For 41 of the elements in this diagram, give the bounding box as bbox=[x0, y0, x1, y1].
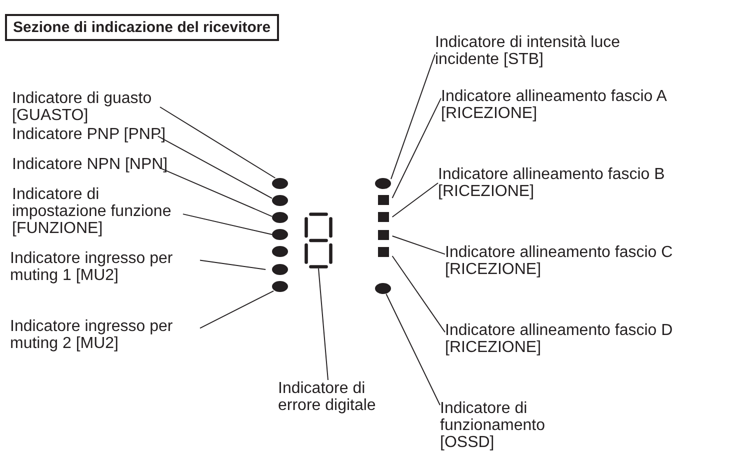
led-indicator bbox=[272, 246, 288, 257]
leader-line bbox=[159, 167, 272, 217]
led-indicator bbox=[378, 247, 389, 257]
leader-line bbox=[390, 54, 436, 180]
leader-line bbox=[392, 98, 442, 198]
led-indicator bbox=[378, 195, 389, 205]
leader-line bbox=[392, 182, 438, 218]
callout-label: Indicatore ingresso per muting 2 [MU2] bbox=[10, 318, 174, 352]
callout-label: Indicatore di impostazione funzione [FUNZIONE] bbox=[12, 186, 172, 237]
led-indicator bbox=[272, 212, 288, 223]
led-indicator bbox=[375, 283, 391, 294]
led-indicator bbox=[272, 229, 288, 240]
leader-line bbox=[160, 106, 276, 178]
leader-line bbox=[392, 256, 446, 333]
leader-line bbox=[318, 268, 328, 380]
callout-label: Indicatore di guasto [GUASTO] bbox=[12, 90, 153, 124]
callout-label: Indicatore allineamento fascio B [RICEZIONE] bbox=[438, 166, 666, 200]
callout-label: Indicatore allineamento fascio D [RICEZIONE] bbox=[445, 322, 674, 356]
leader-line bbox=[392, 236, 446, 255]
leader-line bbox=[200, 290, 274, 329]
led-indicator bbox=[378, 212, 389, 222]
led-indicator bbox=[272, 264, 288, 275]
led-indicator bbox=[378, 230, 389, 240]
led-indicator bbox=[272, 178, 288, 189]
leader-line bbox=[200, 260, 266, 270]
callout-label: Indicatore di funzionamento [OSSD] bbox=[440, 400, 546, 451]
leader-line bbox=[157, 136, 272, 199]
callout-label: Indicatore allineamento fascio C [RICEZIONE] bbox=[445, 244, 674, 278]
leader-line bbox=[182, 214, 272, 235]
led-indicator bbox=[272, 281, 288, 292]
callout-label: Indicatore ingresso per muting 1 [MU2] bbox=[10, 250, 174, 284]
callout-label: Indicatore allineamento fascio A [RICEZIONE] bbox=[441, 88, 668, 122]
callout-label: Indicatore PNP [PNP] bbox=[12, 126, 166, 143]
callout-label: Indicatore di errore digitale bbox=[278, 380, 377, 414]
led-indicator bbox=[272, 195, 288, 206]
seven-segment-display-drawing bbox=[304, 212, 332, 268]
section-heading: Sezione di indicazione del ricevitore bbox=[5, 14, 279, 41]
callout-label: Indicatore NPN [NPN] bbox=[12, 156, 168, 173]
callout-label: Indicatore di intensità luce incidente [STB] bbox=[435, 34, 621, 68]
led-indicator bbox=[375, 178, 391, 189]
leader-line bbox=[386, 294, 440, 406]
